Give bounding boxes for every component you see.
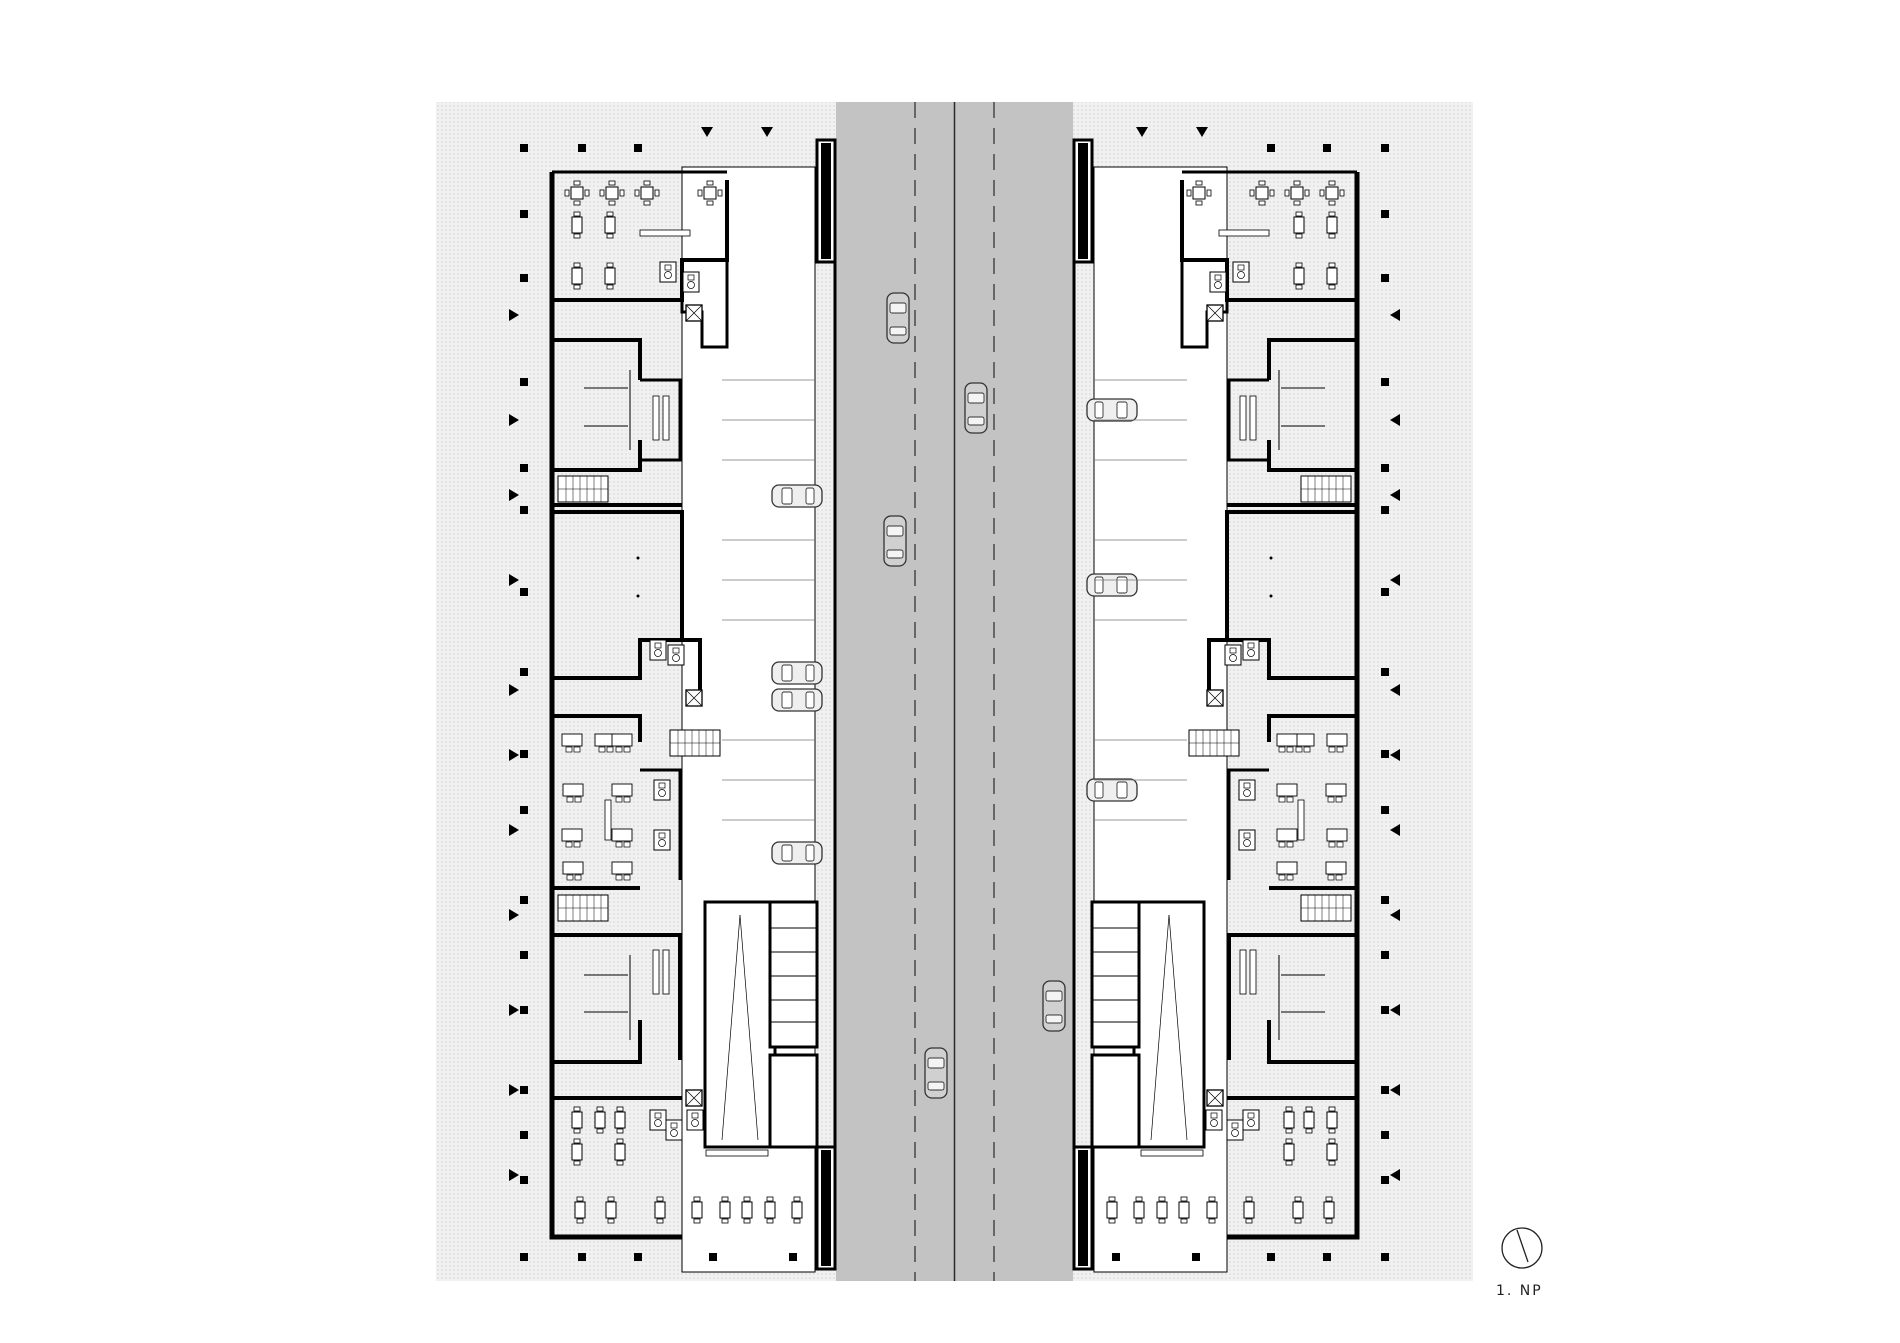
car-icon — [883, 515, 907, 567]
cafe-north-west — [552, 180, 729, 349]
car-icon — [771, 484, 823, 508]
unit-west-2 — [552, 510, 703, 707]
building-east — [1072, 138, 1360, 1273]
parked-cars-west — [722, 379, 823, 865]
car-icon — [886, 292, 910, 344]
floor-label: 1. NP — [1496, 1283, 1543, 1299]
car-icon — [924, 1047, 948, 1099]
car-icon — [1042, 980, 1066, 1032]
column-markers-east — [1112, 127, 1400, 1261]
ramp-west — [703, 900, 819, 1149]
unit-west-1 — [552, 338, 682, 507]
north-arrow-icon — [1501, 1227, 1543, 1269]
wall-west — [549, 172, 682, 1240]
road — [836, 102, 1073, 1281]
building-west — [549, 138, 837, 1273]
unit-west-3-office — [552, 714, 721, 922]
car-icon — [771, 661, 823, 685]
cafe-south-west — [571, 1089, 803, 1224]
column-markers-west — [509, 127, 797, 1261]
unit-west-4 — [552, 933, 682, 1100]
car-icon — [771, 841, 823, 865]
car-icon — [964, 382, 988, 434]
car-icon — [771, 688, 823, 712]
